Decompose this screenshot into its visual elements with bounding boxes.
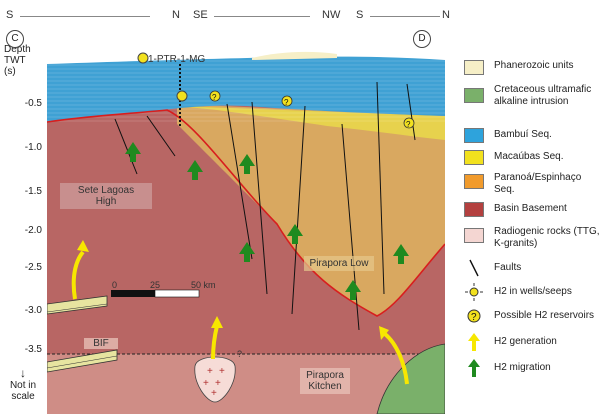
depth-tick: -3.0 <box>24 305 42 316</box>
orientation-line-left <box>20 16 150 17</box>
granite-cross: + <box>211 388 217 399</box>
parano-espinhaco-seq <box>177 104 445 316</box>
h2-generation-arrow <box>211 325 219 360</box>
possible-h2-reservoir-icons: ? ? ? <box>209 90 415 129</box>
fault-line <box>341 123 360 331</box>
orientation-line-right <box>370 16 440 17</box>
orientation-left-start: S <box>6 9 14 21</box>
fault-line <box>291 105 306 315</box>
svg-text:?: ? <box>284 98 289 107</box>
green-arrow-icon <box>468 359 480 377</box>
sete-lagoas-high-label: Sete Lagoas High <box>60 183 152 209</box>
bif-band <box>47 349 118 373</box>
fault-line <box>226 103 253 260</box>
legend-swatch <box>464 88 484 103</box>
phanerozoic-units <box>252 51 337 60</box>
fault-line <box>251 101 268 295</box>
arrow-head <box>211 316 223 328</box>
h2-migration-arrows <box>125 142 409 300</box>
ultramafic-intrusion <box>376 343 445 414</box>
sun-icon <box>465 283 483 301</box>
depth-tick: -2.0 <box>24 225 42 236</box>
bambui-reflectors <box>47 60 445 122</box>
scale-label-50: 50 km <box>191 280 216 290</box>
down-arrow-icon: ↓ <box>20 366 26 380</box>
legend-swatch <box>464 128 484 143</box>
scale-bar-white <box>154 289 200 298</box>
question-circle-icon: ? <box>467 309 481 323</box>
arrow-head <box>77 240 89 252</box>
scale-label-25: 25 <box>150 280 161 290</box>
not-in-scale-label: ↓ Not in scale <box>9 366 37 402</box>
granite-cross: + <box>203 378 209 389</box>
legend-swatch <box>464 174 484 189</box>
orientation-right-end: N <box>442 9 450 21</box>
svg-text:?: ? <box>212 93 217 102</box>
legend-swatch <box>464 60 484 75</box>
svg-text:?: ? <box>406 120 411 129</box>
pirapora-low-label: Pirapora Low <box>304 256 374 271</box>
scale-label-0: 0 <box>112 280 118 290</box>
fault-icon <box>469 259 479 277</box>
orientation-middle-start: SE <box>193 9 208 21</box>
basement-contact-line <box>47 109 445 317</box>
fault-line <box>146 115 176 157</box>
depth-tick: -3.5 <box>24 344 42 355</box>
orientation-line-middle <box>214 16 310 17</box>
h2-generation-arrow <box>71 250 85 300</box>
depth-tick: -1.5 <box>24 186 42 197</box>
orientation-left-end: N <box>172 9 180 21</box>
legend-swatch <box>464 202 484 217</box>
orientation-middle-end: NW <box>322 9 341 21</box>
orientation-bar: S N SE NW S N <box>0 0 600 28</box>
depth-tick: -0.5 <box>24 98 42 109</box>
depth-tick: -2.5 <box>24 262 42 273</box>
seismic-cross-section: + + + + + ? ? ? <box>47 51 445 414</box>
bif-band <box>47 295 108 315</box>
legend-swatch <box>464 228 484 243</box>
fault-line <box>406 83 416 141</box>
bif-stripe <box>47 355 118 369</box>
svg-text:?: ? <box>471 312 477 323</box>
granite-cross: + <box>207 366 213 377</box>
yellow-arrow-icon <box>468 333 480 351</box>
section-start-label: C <box>6 30 24 48</box>
section-end-label: D <box>413 30 431 48</box>
h2-seep-sun-icons <box>137 52 188 102</box>
axis-title: Depth TWT (s) <box>4 44 31 77</box>
arrow-head <box>379 326 389 340</box>
deep-basement-not-in-scale <box>47 354 445 414</box>
legend-swatch <box>464 150 484 165</box>
scale-bar-black <box>111 290 155 297</box>
fault-line <box>376 81 385 295</box>
depth-tick: -1.0 <box>24 142 42 153</box>
bif-label: BIF <box>84 338 118 349</box>
bif-stripe <box>47 303 108 313</box>
h2-generation-arrow <box>383 332 409 385</box>
granite-cross: + <box>215 378 221 389</box>
question-mark: ? <box>237 349 243 359</box>
granite-cross: + <box>219 366 225 377</box>
well-name: 1-PTR-1-MG <box>148 54 206 65</box>
fault-line <box>114 118 138 175</box>
pirapora-kitchen-label: Pirapora Kitchen <box>300 368 350 394</box>
orientation-right-start: S <box>356 9 364 21</box>
